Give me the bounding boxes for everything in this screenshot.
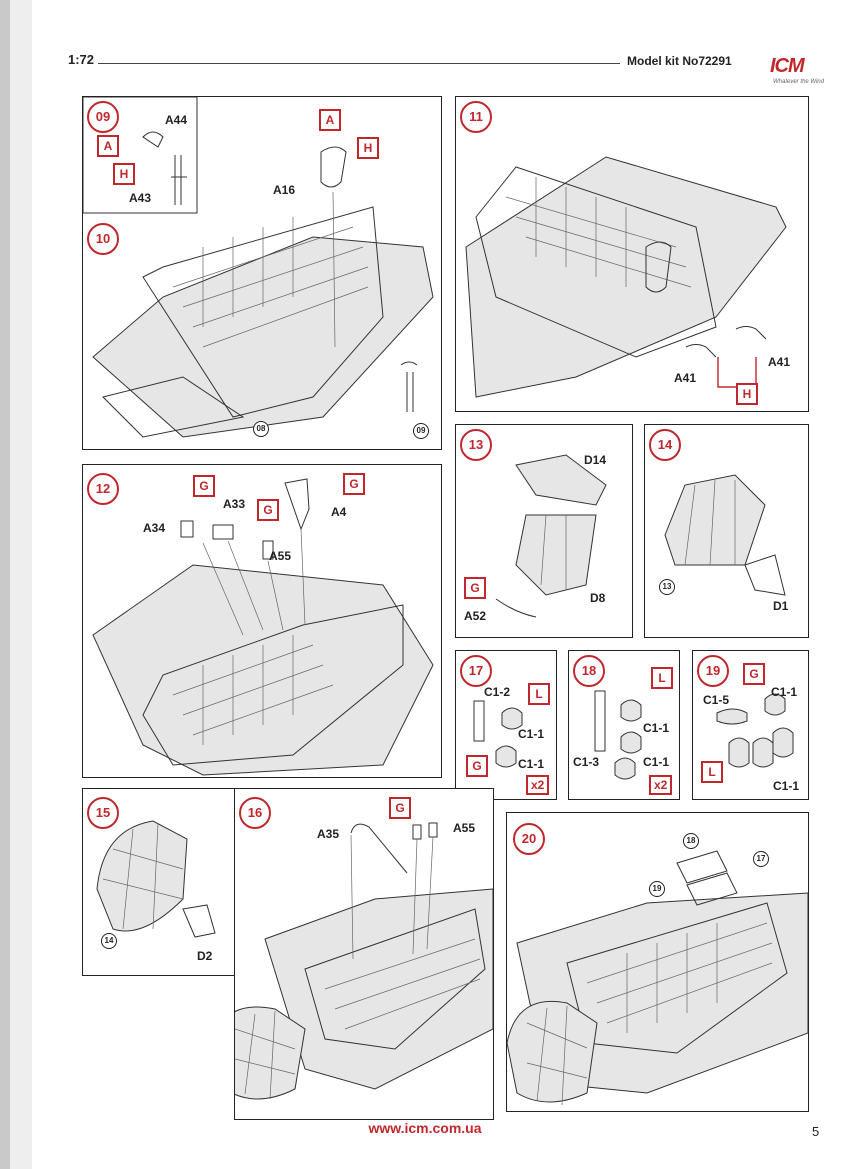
color-tag-l: L — [528, 683, 550, 705]
color-tag-h: H — [357, 137, 379, 159]
panel-step-13: 13 D14 D8 G A52 — [455, 424, 633, 638]
panel-step-17: 17 C1-2 L C1-1 G C1-1 x2 — [455, 650, 557, 800]
canopy-drawing-step-13 — [495, 454, 607, 618]
page-number: 5 — [812, 1124, 820, 1139]
panel-step-15: 15 14 D2 — [82, 788, 236, 976]
color-tag-a: A — [319, 109, 341, 131]
footer-website: www.icm.com.ua — [368, 1120, 482, 1136]
kit-number: Model kit No72291 — [627, 54, 732, 68]
step-number-14: 14 — [649, 429, 681, 461]
header-rule — [98, 63, 620, 64]
part-label-c1-1: C1-1 — [643, 755, 670, 769]
step-reference-18: 18 — [683, 833, 699, 849]
part-label-c1-5: C1-5 — [703, 693, 730, 707]
step-number-17: 17 — [460, 655, 492, 687]
panel-step-12: 12 G A34 A33 G A55 A4 G — [82, 464, 442, 778]
fuselage-drawing-step-12 — [92, 478, 434, 776]
canopy-drawing-step-14 — [664, 474, 786, 596]
panel-step-14: 14 13 D1 — [644, 424, 809, 638]
icm-logo: ICM — [770, 55, 805, 77]
part-label-c1-1: C1-1 — [518, 757, 545, 771]
part-label-a55: A55 — [453, 821, 476, 835]
step-number-12: 12 — [87, 473, 119, 505]
quantity-badge: x2 — [649, 775, 673, 795]
color-tag-h: H — [736, 383, 758, 405]
quantity-badge: x2 — [526, 775, 550, 795]
step-reference-19: 19 — [649, 881, 665, 897]
panel-step-10: 09 A44 A H A43 10 A H A16 08 09 — [82, 96, 442, 450]
color-tag-g: G — [466, 755, 488, 777]
panel-step-20: 20 18 17 19 — [506, 812, 809, 1112]
page-binding-shadow — [10, 0, 32, 1169]
fuselage-drawing-step-10 — [83, 97, 434, 438]
part-label-a16: A16 — [273, 183, 296, 197]
part-label-c1-2: C1-2 — [484, 685, 511, 699]
part-label-a43: A43 — [129, 191, 152, 205]
step-number-15: 15 — [87, 797, 119, 829]
nose-glazing-drawing-step-15 — [96, 820, 216, 938]
part-label-d14: D14 — [584, 453, 607, 467]
color-tag-l: L — [651, 667, 673, 689]
color-tag-h: H — [113, 163, 135, 185]
color-tag-g: G — [257, 499, 279, 521]
panel-step-18: 18 L C1-1 C1-3 C1-1 x2 — [568, 650, 680, 800]
step-number-13: 13 — [460, 429, 492, 461]
seat-drawing-step-19 — [716, 693, 794, 768]
step-reference-13: 13 — [659, 579, 675, 595]
part-label-a4: A4 — [331, 505, 347, 519]
color-tag-g: G — [743, 663, 765, 685]
part-label-c1-3: C1-3 — [573, 755, 600, 769]
panel-step-19: 19 G C1-5 C1-1 L C1-1 — [692, 650, 809, 800]
scale-label: 1:72 — [68, 52, 95, 67]
color-tag-g: G — [389, 797, 411, 819]
color-tag-g: G — [464, 577, 486, 599]
step-number-11: 11 — [460, 101, 492, 133]
step-reference-17: 17 — [753, 851, 769, 867]
part-label-d1: D1 — [773, 599, 789, 613]
page-binding-edge — [0, 0, 10, 1169]
panel-step-16: 16 G A35 A55 — [234, 788, 494, 1120]
step-reference-08: 08 — [253, 421, 269, 437]
color-tag-l: L — [701, 761, 723, 783]
step-reference-14: 14 — [101, 933, 117, 949]
part-label-a52: A52 — [464, 609, 487, 623]
step-number-16: 16 — [239, 797, 271, 829]
part-label-a41: A41 — [768, 355, 791, 369]
part-label-d2: D2 — [197, 949, 213, 963]
color-tag-g: G — [343, 473, 365, 495]
step-number-20: 20 — [513, 823, 545, 855]
step-reference-09: 09 — [413, 423, 429, 439]
color-tag-a: A — [97, 135, 119, 157]
seat-drawing-step-17 — [473, 700, 523, 768]
step-number-10: 10 — [87, 223, 119, 255]
step-number-18: 18 — [573, 655, 605, 687]
part-label-a34: A34 — [143, 521, 166, 535]
fuselage-drawing-step-16 — [235, 822, 493, 1100]
part-label-a41: A41 — [674, 371, 697, 385]
part-label-a55: A55 — [269, 549, 292, 563]
logo-tagline: Whatever the Wind — [773, 79, 824, 85]
fuselage-drawing-step-11 — [465, 156, 787, 398]
fuselage-drawing-step-20 — [507, 850, 808, 1106]
part-label-d8: D8 — [590, 591, 606, 605]
part-label-a44: A44 — [165, 113, 188, 127]
part-label-c1-1: C1-1 — [643, 721, 670, 735]
panel-step-11: 11 A41 A41 H — [455, 96, 809, 412]
part-label-c1-1: C1-1 — [771, 685, 798, 699]
seat-drawing-step-18 — [594, 690, 642, 780]
color-tag-g: G — [193, 475, 215, 497]
part-label-c1-1: C1-1 — [773, 779, 800, 793]
step-number-19: 19 — [697, 655, 729, 687]
part-label-a33: A33 — [223, 497, 246, 511]
step-number-09: 09 — [87, 101, 119, 133]
part-label-c1-1: C1-1 — [518, 727, 545, 741]
part-label-a35: A35 — [317, 827, 340, 841]
